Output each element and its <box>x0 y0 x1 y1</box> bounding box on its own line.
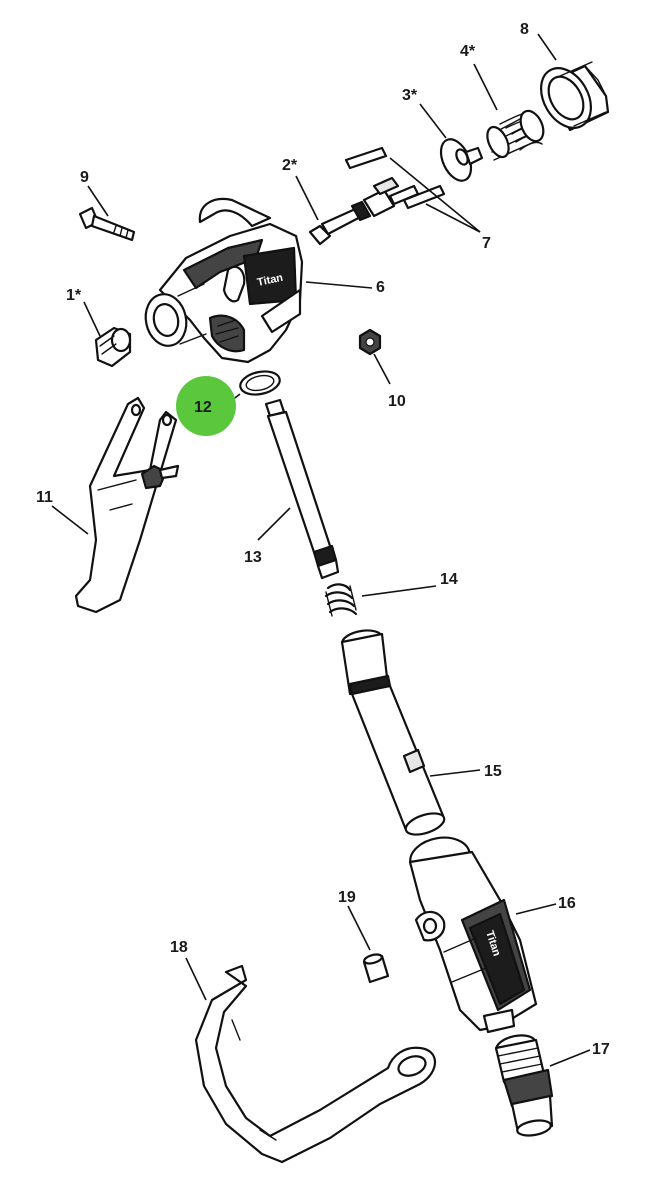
callout-3[interactable]: 3* <box>402 87 418 104</box>
part-6-gun-head[interactable]: Titan <box>141 197 304 364</box>
callout-8[interactable]: 8 <box>520 21 529 38</box>
brand-logo-head: Titan <box>256 272 284 289</box>
leader-lines <box>51 33 591 1067</box>
callout-19[interactable]: 19 <box>338 889 356 906</box>
part-8-housing-nut[interactable] <box>531 59 610 136</box>
part-14-spring[interactable] <box>324 583 358 617</box>
callout-14[interactable]: 14 <box>440 571 458 588</box>
part-7-pins[interactable] <box>344 146 446 210</box>
part-10-nut[interactable] <box>358 328 382 356</box>
part-4-spring[interactable] <box>483 107 548 161</box>
callout-12[interactable]: 12 <box>194 399 212 416</box>
part-3-valve-seat[interactable] <box>435 135 484 186</box>
part-9-bolt[interactable] <box>78 206 136 242</box>
callout-10[interactable]: 10 <box>388 393 406 410</box>
part-16-handle[interactable]: Titan <box>407 833 538 1034</box>
part-18-trigger-guard[interactable] <box>194 964 436 1164</box>
callout-11[interactable]: 11 <box>36 489 53 506</box>
callout-9[interactable]: 9 <box>80 169 89 186</box>
part-2-needle-assembly[interactable] <box>308 176 420 246</box>
callout-6[interactable]: 6 <box>376 279 385 296</box>
callout-2[interactable]: 2* <box>282 157 298 174</box>
callout-18[interactable]: 18 <box>170 939 188 956</box>
part-19-bushing[interactable] <box>362 953 390 984</box>
callout-15[interactable]: 15 <box>484 763 502 780</box>
part-11-trigger[interactable] <box>74 396 180 614</box>
highlight-badge <box>176 376 236 436</box>
callout-7[interactable]: 7 <box>482 235 491 252</box>
part-17-swivel[interactable] <box>494 1032 554 1138</box>
callout-4[interactable]: 4* <box>460 43 476 60</box>
part-13-filter-tube[interactable] <box>264 398 340 580</box>
callout-labels: 8 4* 3* 2* 9 7 6 1* 10 12 11 13 14 15 16… <box>36 21 610 1058</box>
part-1-tip-guard[interactable] <box>94 326 132 368</box>
part-12-o-ring[interactable] <box>238 368 282 398</box>
callout-13[interactable]: 13 <box>244 549 262 566</box>
callout-17[interactable]: 17 <box>592 1041 610 1058</box>
part-15-handle-tube[interactable] <box>340 628 447 839</box>
callout-16[interactable]: 16 <box>558 895 576 912</box>
callout-1[interactable]: 1* <box>66 287 82 304</box>
